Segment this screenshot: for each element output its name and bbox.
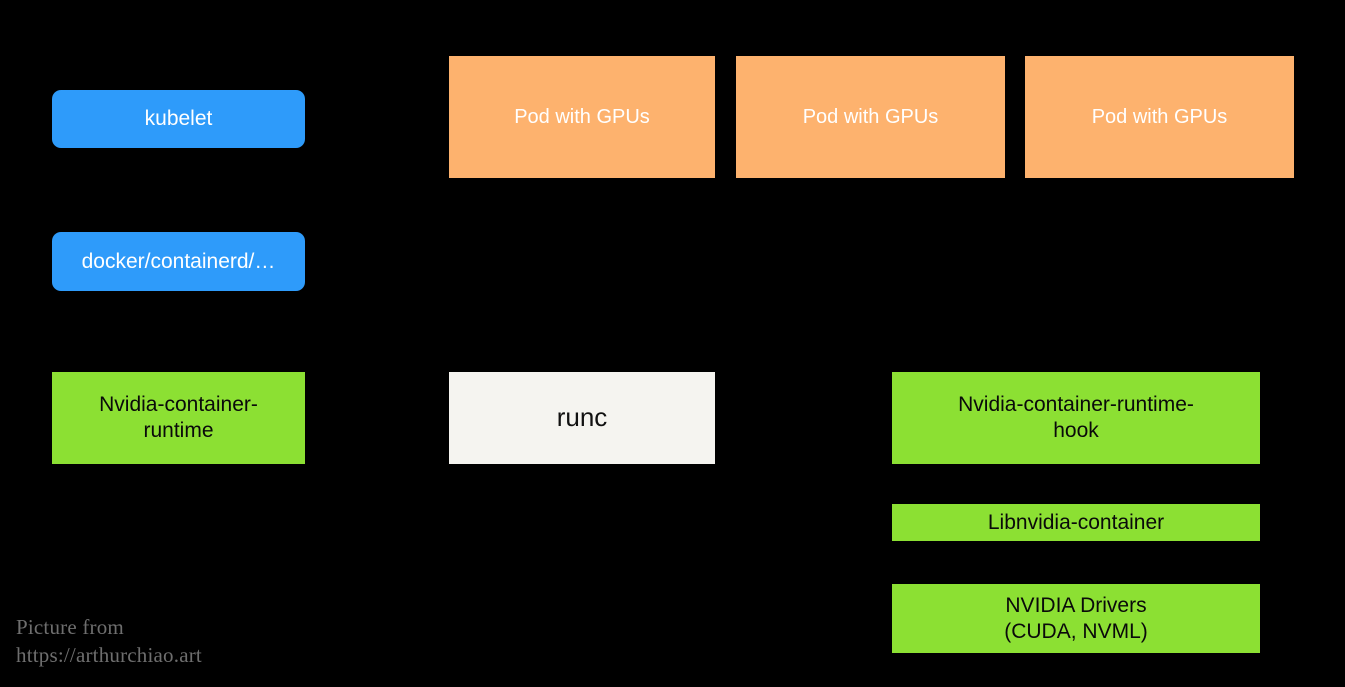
node-nvidia-drivers[interactable]: NVIDIA Drivers (CUDA, NVML) — [892, 584, 1260, 653]
node-libnvidia-container[interactable]: Libnvidia-container — [892, 504, 1260, 541]
node-pod-with-gpus-2[interactable]: Pod with GPUs — [736, 56, 1005, 178]
node-nvidia-container-runtime-hook[interactable]: Nvidia-container-runtime- hook — [892, 372, 1260, 464]
node-pod-with-gpus-3[interactable]: Pod with GPUs — [1025, 56, 1294, 178]
node-kubelet[interactable]: kubelet — [52, 90, 305, 148]
node-container-runtime[interactable]: docker/containerd/… — [52, 232, 305, 291]
node-pod-with-gpus-1[interactable]: Pod with GPUs — [449, 56, 715, 178]
watermark-credit: Picture from https://arthurchiao.art — [16, 615, 202, 667]
node-nvidia-container-runtime[interactable]: Nvidia-container- runtime — [52, 372, 305, 464]
node-runc[interactable]: runc — [449, 372, 715, 464]
